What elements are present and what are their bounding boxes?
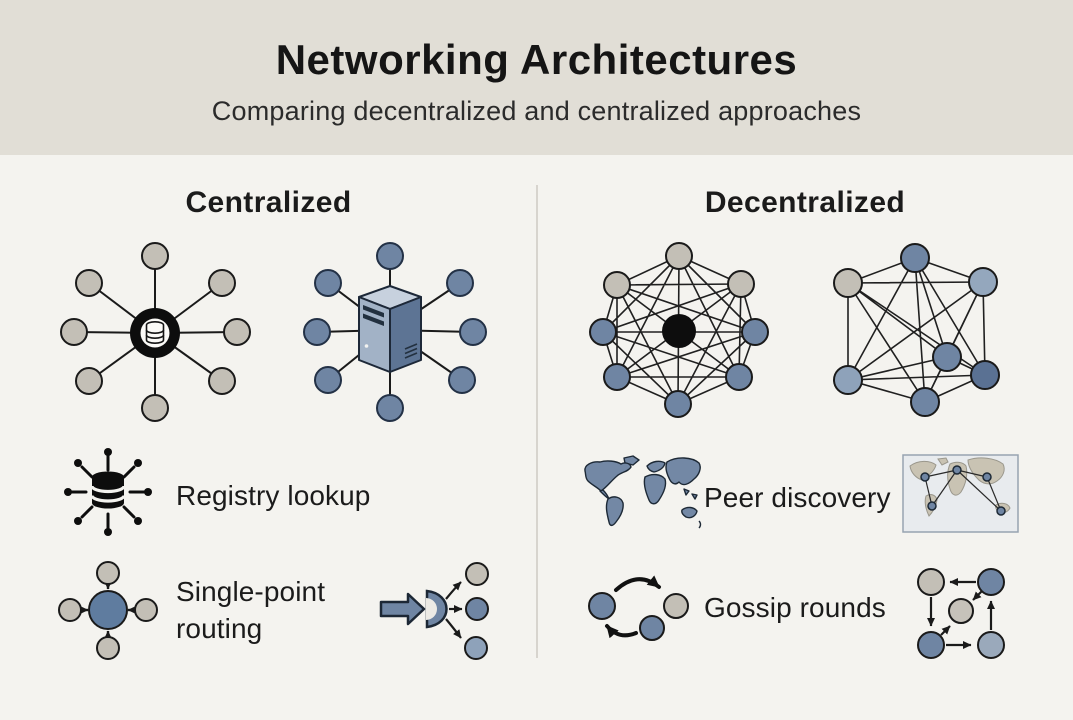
peer-discovery-label: Peer discovery xyxy=(704,482,891,513)
full-mesh-diagram xyxy=(833,243,1000,417)
mesh-edges xyxy=(847,257,986,403)
square-gossip-graph-icon xyxy=(917,568,1005,659)
centralized-column-title: Centralized xyxy=(185,186,352,219)
fan-out-router-icon xyxy=(379,562,489,660)
cycle-arrows xyxy=(605,575,661,639)
router-notch xyxy=(426,598,437,620)
peer-links xyxy=(924,469,1002,512)
gossip-rounds-label: Gossip rounds xyxy=(704,592,886,623)
radiating-spokes xyxy=(70,454,146,530)
hub-spoke-server-diagram xyxy=(303,242,487,422)
gossip-arrows xyxy=(927,578,995,649)
hub-spoke-registry-diagram xyxy=(60,242,251,422)
page-subtitle: Comparing decentralized and centralized … xyxy=(211,96,862,126)
peer-nodes xyxy=(589,242,769,418)
single-point-routing-label: Single-point routing xyxy=(176,576,326,644)
decentralized-column-title: Decentralized xyxy=(704,186,906,219)
inbound-thick-arrow xyxy=(379,592,426,626)
gossip-nodes xyxy=(917,568,1005,659)
header-band: Networking Architectures Comparing decen… xyxy=(0,0,1073,155)
column-divider xyxy=(536,185,538,658)
spoke-dots xyxy=(64,448,152,536)
cyclic-exchange-icon xyxy=(588,575,689,641)
target-nodes xyxy=(464,562,489,660)
server-icon xyxy=(358,285,422,373)
central-router-node xyxy=(88,590,128,630)
gossip-nodes xyxy=(588,592,689,641)
satellite-nodes xyxy=(58,561,158,660)
peer-nodes xyxy=(833,243,1000,417)
inbound-arrows-node-icon xyxy=(58,561,158,660)
black-coordinator-node xyxy=(662,314,696,348)
page-title: Networking Architectures xyxy=(275,36,798,83)
world-map-icon xyxy=(584,455,702,529)
global-peers-map-thumbnail xyxy=(902,454,1019,533)
peer-nodes xyxy=(303,242,487,422)
mesh-black-node-diagram xyxy=(589,242,769,418)
fan-arrows xyxy=(445,581,463,639)
database-hub-icon xyxy=(64,448,152,536)
peer-nodes xyxy=(60,242,251,422)
registry-lookup-label: Registry lookup xyxy=(176,480,371,511)
registry-hub-icon xyxy=(130,308,180,358)
peer-dots xyxy=(920,465,1006,516)
database-glyph xyxy=(90,471,126,509)
